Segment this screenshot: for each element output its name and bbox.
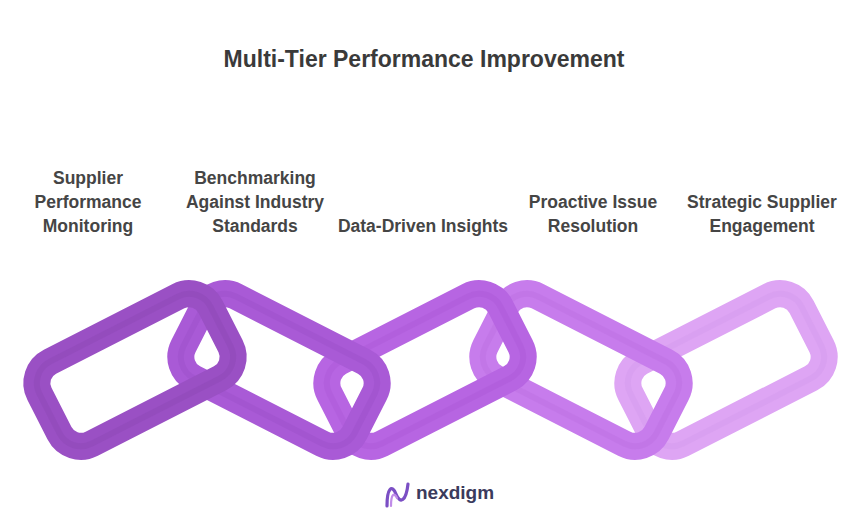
step-label: Proactive Issue Resolution	[503, 190, 683, 238]
step-label: Strategic Supplier Engagement	[672, 190, 848, 238]
chain-link-shape	[10, 270, 260, 470]
chain-link: Strategic Supplier Engagement	[672, 130, 848, 238]
step-label: Benchmarking Against Industry Standards	[165, 166, 345, 238]
chain-link: Data-Driven Insights	[333, 130, 513, 238]
chain-link: Benchmarking Against Industry Standards	[165, 130, 345, 238]
logo-mark	[384, 480, 412, 510]
diagram-title: Multi-Tier Performance Improvement	[0, 46, 848, 73]
step-label: Data-Driven Insights	[333, 214, 513, 238]
step-label: Supplier Performance Monitoring	[0, 166, 178, 238]
watermark: nexdigm	[416, 482, 494, 504]
chain-link: Supplier Performance Monitoring	[0, 130, 178, 238]
chain-link: Proactive Issue Resolution	[503, 130, 683, 238]
